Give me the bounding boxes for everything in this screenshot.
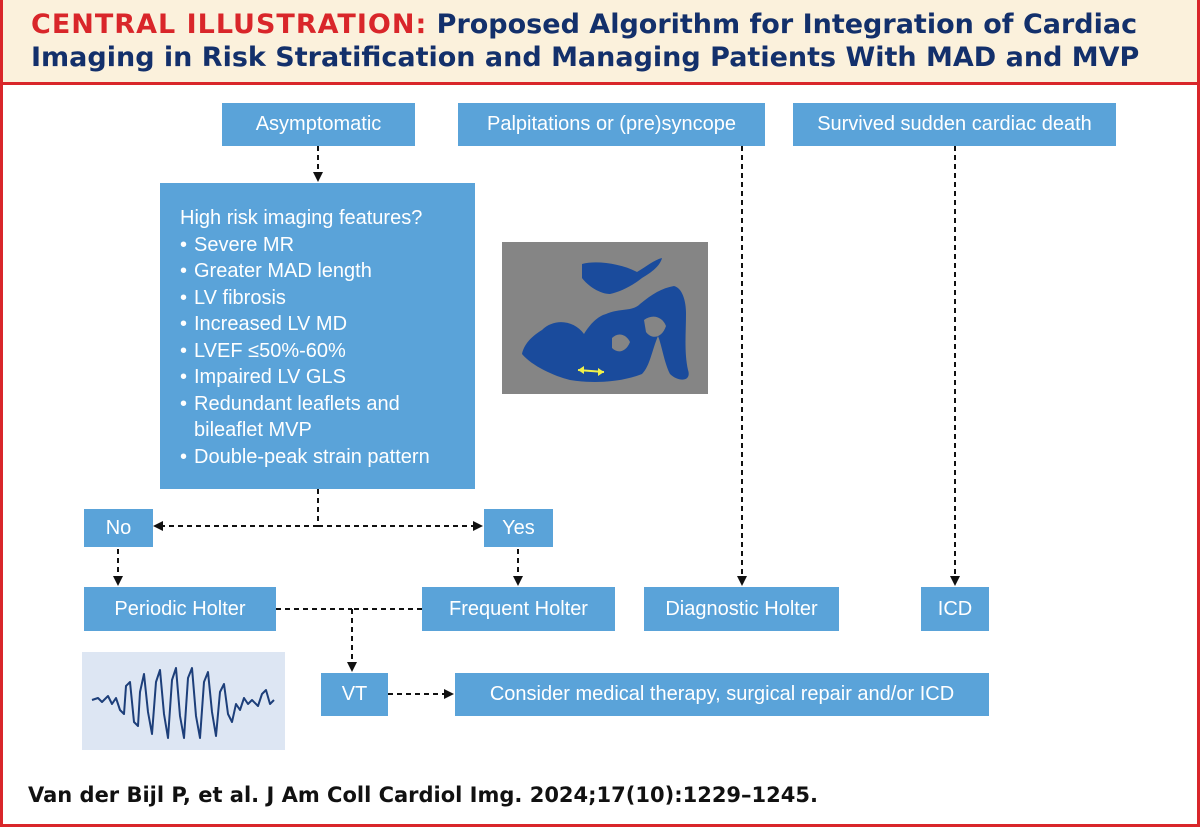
risk-item: •LV fibrosis (180, 286, 286, 309)
asymptomatic-label: Asymptomatic (255, 113, 382, 135)
figure-title: CENTRAL ILLUSTRATION: Proposed Algorithm… (31, 8, 1181, 74)
risk-features-box: High risk imaging features? •Severe MR •… (160, 183, 475, 489)
survived-scd-box: Survived sudden cardiac death (793, 103, 1116, 146)
consider-therapy-label: Consider medical therapy, surgical repai… (489, 683, 955, 705)
palpitations-label: Palpitations or (pre)syncope (486, 113, 736, 135)
ecg-illustration (82, 652, 285, 750)
risk-item: •Increased LV MD (180, 313, 348, 335)
risk-item: •Greater MAD length (180, 260, 372, 282)
consider-therapy-box: Consider medical therapy, surgical repai… (455, 673, 989, 716)
vt-label: VT (341, 683, 368, 705)
yes-label: Yes (502, 516, 535, 539)
risk-question: High risk imaging features? (180, 207, 423, 229)
heart-echo-image (522, 258, 689, 382)
asymptomatic-box: Asymptomatic (222, 103, 415, 146)
no-box: No (84, 509, 153, 547)
yes-box: Yes (484, 509, 553, 547)
diagnostic-holter-label: Diagnostic Holter (665, 597, 818, 620)
title-lead: CENTRAL ILLUSTRATION: (31, 9, 428, 40)
survived-scd-label: Survived sudden cardiac death (817, 113, 1092, 135)
risk-item: •Impaired LV GLS (180, 366, 346, 388)
frequent-holter-label: Frequent Holter (449, 597, 588, 620)
citation: Van der Bijl P, et al. J Am Coll Cardiol… (28, 783, 818, 807)
icd-label: ICD (937, 597, 973, 620)
risk-features-list: •Severe MR •Greater MAD length •LV fibro… (180, 232, 475, 471)
periodic-holter-box: Periodic Holter (84, 587, 276, 631)
header: CENTRAL ILLUSTRATION: Proposed Algorithm… (3, 0, 1197, 85)
icd-box: ICD (921, 587, 989, 631)
risk-item: •LVEF ≤50%-60% (180, 339, 346, 362)
no-label: No (105, 516, 132, 539)
vt-ecg-trace (91, 667, 275, 739)
risk-item: •Double-peak strain pattern (180, 445, 430, 468)
periodic-holter-label: Periodic Holter (114, 597, 246, 620)
frequent-holter-box: Frequent Holter (422, 587, 615, 631)
palpitations-box: Palpitations or (pre)syncope (458, 103, 765, 146)
vt-box: VT (321, 673, 388, 716)
risk-item-continuation: bileaflet MVP (194, 419, 312, 441)
risk-item: •Severe MR (180, 233, 295, 256)
echocardiogram-illustration (502, 242, 708, 394)
risk-item: •Redundant leaflets and (180, 392, 400, 415)
title-text: Proposed Algorithm for Integration of Ca… (31, 9, 1140, 73)
diagnostic-holter-box: Diagnostic Holter (644, 587, 839, 631)
